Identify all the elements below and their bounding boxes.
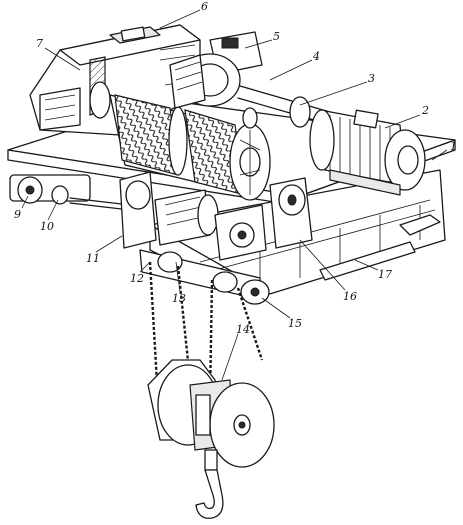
callout-5: 5 [273, 30, 280, 43]
brake-assembly [169, 31, 263, 109]
left-travel-wheel [9, 174, 131, 211]
callout-14: 14 [236, 323, 250, 336]
hoist-motor [309, 109, 426, 196]
callout-12: 12 [130, 272, 144, 285]
callout-4: 4 [312, 50, 320, 63]
callout-15: 15 [288, 317, 302, 330]
front-wheels [139, 249, 270, 305]
leader-lines [21, 9, 448, 381]
rope-drum [109, 94, 271, 201]
callout-9: 9 [14, 208, 21, 221]
callout-13: 13 [172, 292, 186, 305]
callout-2: 2 [421, 104, 429, 117]
callout-16: 16 [343, 290, 357, 303]
callout-17: 17 [378, 268, 392, 281]
drive-shaft [237, 85, 331, 129]
callout-6: 6 [201, 0, 208, 13]
travel-drive [119, 171, 267, 261]
callout-11: 11 [86, 252, 100, 265]
callout-7: 7 [36, 37, 43, 50]
hook-block [147, 359, 275, 468]
support-pedestal [269, 177, 313, 249]
callout-3: 3 [368, 72, 375, 85]
callout-1: 1 [450, 140, 457, 153]
crane-hook [195, 449, 224, 519]
callout-labels: 1 2 3 4 5 6 7 9 10 11 12 13 14 15 16 17 [14, 0, 457, 336]
callout-10: 10 [40, 220, 54, 233]
